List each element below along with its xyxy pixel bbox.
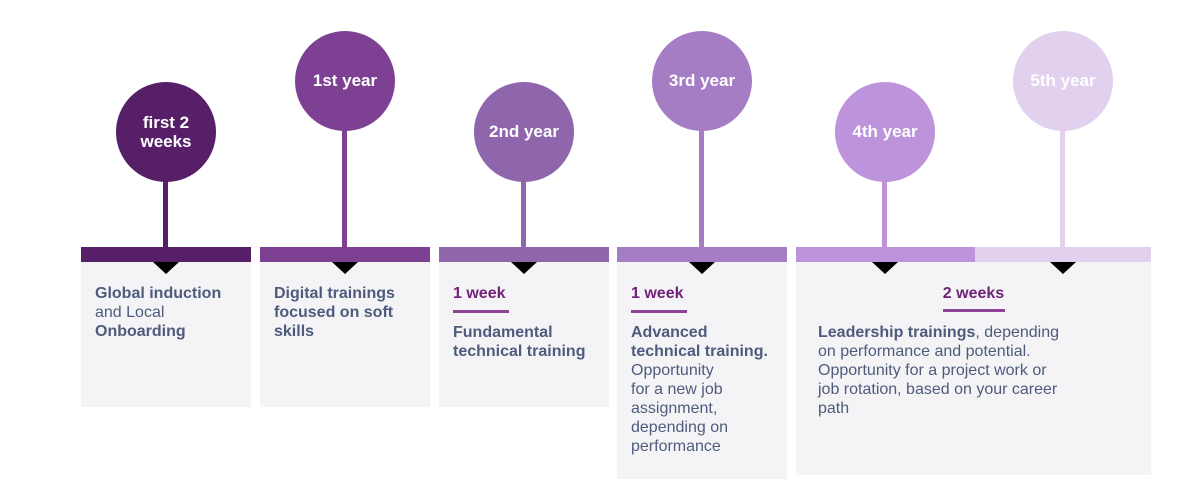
panel-text-regular: , depending on performance and potential… (818, 324, 1060, 417)
arrow-notch-icon (511, 262, 537, 274)
panel-text-bold: Onboarding (95, 323, 186, 340)
connector-line-4th-year (882, 170, 887, 250)
timeline-bar-segment-1 (81, 247, 251, 262)
arrow-notch-icon (332, 262, 358, 274)
panel-text-bold: Advanced technical training. (631, 324, 768, 360)
panel-text-regular: and Local (95, 304, 165, 321)
connector-line-3rd-year (699, 120, 704, 250)
arrow-notch-icon (872, 262, 898, 274)
duration-underline (631, 310, 687, 313)
timeline-bar-segment-5 (796, 247, 975, 262)
milestone-circle-4th-year: 4th year (835, 82, 935, 182)
panel-text-regular: Opportunity for a new job assignment, de… (631, 362, 728, 455)
panel-text: Digital trainings focused on soft skills (274, 284, 422, 341)
milestone-label: 3rd year (668, 71, 736, 91)
milestone-circle-first-2-weeks: first 2 weeks (116, 82, 216, 182)
panel-digital-trainings: Digital trainings focused on soft skills (260, 262, 430, 407)
duration-underline (942, 309, 1005, 312)
milestone-circle-3rd-year: 3rd year (652, 31, 752, 131)
timeline-bar-segment-6 (975, 247, 1151, 262)
arrow-notch-icon (689, 262, 715, 274)
panel-text: Advanced technical training. Opportunity… (631, 323, 779, 456)
timeline-bar-segment-4 (617, 247, 787, 262)
milestone-label: 1st year (312, 71, 378, 91)
connector-line-1st-year (342, 120, 347, 250)
connector-line-5th-year (1060, 120, 1065, 250)
milestone-label: 5th year (1030, 71, 1096, 91)
panel-text: Fundamental technical training (453, 323, 601, 361)
timeline-bar-segment-2 (260, 247, 430, 262)
arrow-notch-icon (153, 262, 179, 274)
duration-label: 2 weeks (942, 285, 1005, 302)
milestone-circle-1st-year: 1st year (295, 31, 395, 131)
connector-line-first-2-weeks (163, 170, 168, 250)
panel-text: Global induction and Local Onboarding (95, 284, 243, 341)
timeline-bar-segment-3 (439, 247, 609, 262)
panel-text-bold: Leadership trainings (818, 324, 976, 341)
panel-text-bold: Fundamental technical training (453, 324, 586, 360)
milestone-label: 2nd year (489, 122, 559, 142)
panel-text-bold: Global induction (95, 285, 222, 302)
milestone-label: first 2 weeks (140, 112, 192, 151)
duration-label: 1 week (631, 285, 684, 302)
milestone-circle-5th-year: 5th year (1013, 31, 1113, 131)
duration-underline (453, 310, 509, 313)
panel-advanced-training: 1 week Advanced technical training. Oppo… (617, 262, 787, 479)
panel-fundamental-training: 1 week Fundamental technical training (439, 262, 609, 407)
panel-leadership-trainings: 2 weeks Leadership trainings, depending … (796, 262, 1151, 475)
arrow-notch-icon (1050, 262, 1076, 274)
panel-text-bold: Digital trainings focused on soft skills (274, 285, 395, 340)
milestone-circle-2nd-year: 2nd year (474, 82, 574, 182)
connector-line-2nd-year (521, 170, 526, 250)
milestone-label: 4th year (852, 122, 918, 142)
panel-text: Leadership trainings, depending on perfo… (818, 323, 1129, 418)
duration-label: 1 week (453, 285, 506, 302)
panel-onboarding: Global induction and Local Onboarding (81, 262, 251, 407)
